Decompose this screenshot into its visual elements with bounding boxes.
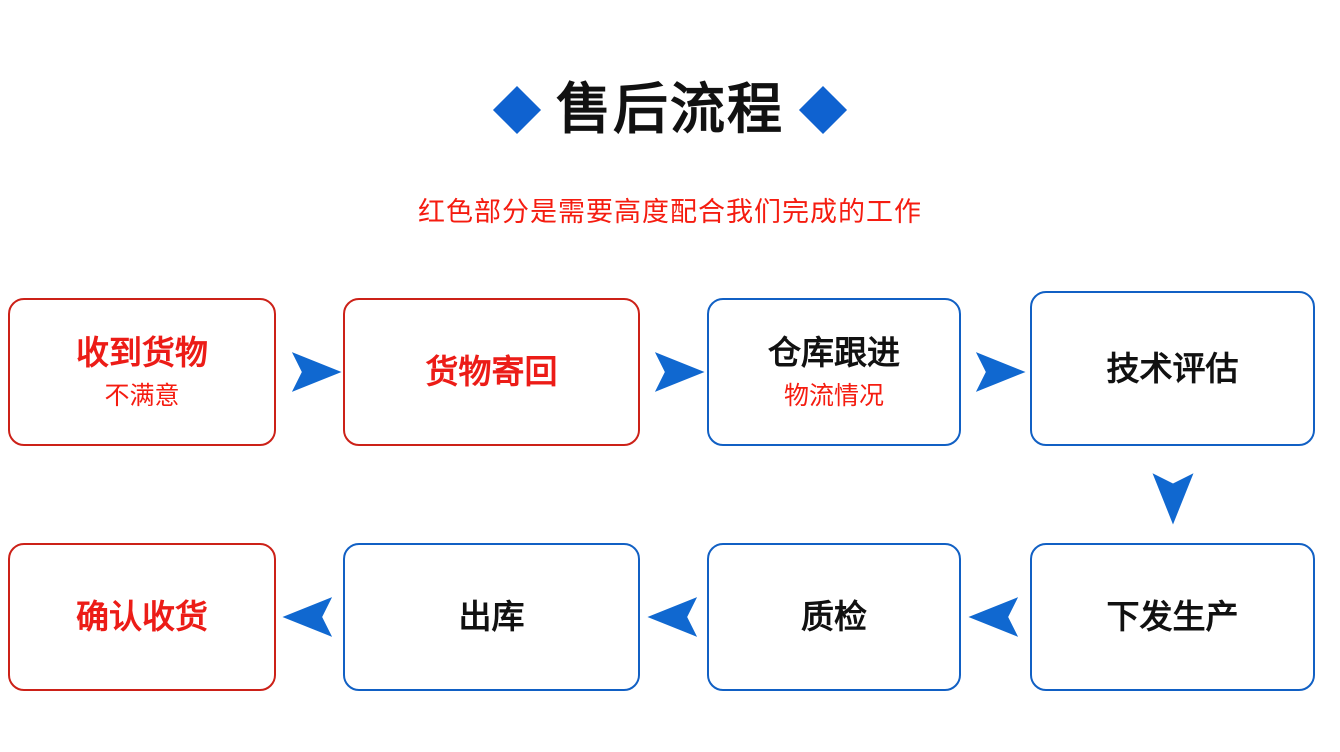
flow-box-title: 技术评估 bbox=[1106, 349, 1239, 387]
flow-box-technical-assessment[interactable]: 技术评估 bbox=[1030, 291, 1315, 446]
flow-box-received-goods[interactable]: 收到货物 不满意 bbox=[8, 298, 276, 446]
arrow-right-icon-3 bbox=[966, 341, 1028, 403]
flow-box-title: 仓库跟进 bbox=[768, 333, 900, 371]
flow-box-title: 出库 bbox=[458, 598, 525, 636]
flow-box-title: 下发生产 bbox=[1106, 598, 1239, 636]
flow-box-title: 收到货物 bbox=[76, 333, 208, 371]
arrow-right-icon-2 bbox=[645, 341, 707, 403]
flow-box-subtitle: 不满意 bbox=[104, 381, 180, 410]
page-subtitle: 红色部分是需要高度配合我们完成的工作 bbox=[418, 197, 922, 227]
diamond-icon-left bbox=[492, 85, 542, 134]
flow-box-return-goods[interactable]: 货物寄回 bbox=[343, 298, 640, 446]
flow-box-title: 确认收货 bbox=[76, 598, 208, 636]
flow-box-issue-production[interactable]: 下发生产 bbox=[1030, 543, 1315, 691]
diamond-icon-right bbox=[798, 85, 848, 134]
arrow-down-icon-connector bbox=[1141, 463, 1205, 527]
arrow-left-icon-3 bbox=[966, 586, 1028, 648]
flow-box-title: 质检 bbox=[801, 598, 867, 636]
arrow-left-icon-1 bbox=[280, 586, 342, 648]
page-title: 售后流程 bbox=[555, 78, 784, 140]
arrow-left-icon-2 bbox=[645, 586, 707, 648]
flow-box-confirm-receipt[interactable]: 确认收货 bbox=[8, 543, 276, 691]
flow-box-warehouse-followup[interactable]: 仓库跟进 物流情况 bbox=[707, 298, 961, 446]
flow-box-subtitle: 物流情况 bbox=[783, 381, 884, 410]
flow-box-outbound[interactable]: 出库 bbox=[343, 543, 640, 691]
arrow-right-icon-1 bbox=[282, 341, 344, 403]
flow-box-quality-check[interactable]: 质检 bbox=[707, 543, 961, 691]
flow-box-title: 货物寄回 bbox=[425, 353, 558, 391]
page-title-row: 售后流程 bbox=[0, 82, 1340, 137]
